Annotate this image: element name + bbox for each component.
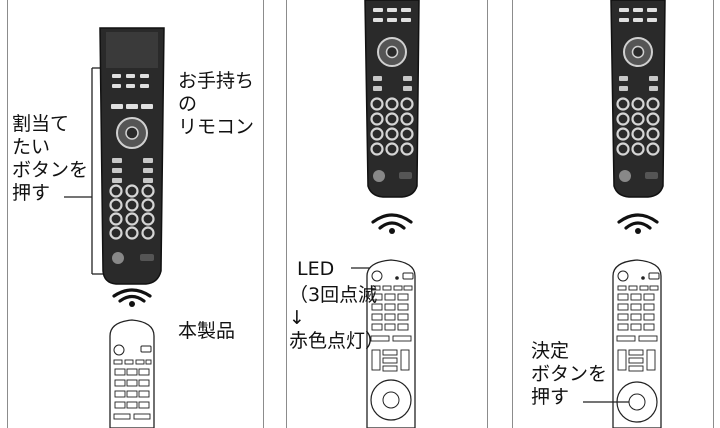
product-remote xyxy=(109,319,155,428)
product-remote xyxy=(612,259,662,428)
product-label: 本製品 xyxy=(178,320,236,342)
signal-waves xyxy=(617,213,659,234)
confirm-button-label: 決定 ボタンを 押す xyxy=(531,340,608,408)
your-remote-label: お手持ち の リモコン xyxy=(178,70,255,138)
user-remote xyxy=(99,27,165,285)
press-button-label: 割当て たい ボタンを 押す xyxy=(12,113,89,204)
step3-illustration xyxy=(583,0,666,428)
step1-illustration xyxy=(64,27,165,428)
product-remote xyxy=(366,259,416,428)
signal-waves xyxy=(112,288,152,307)
step3-panel: 決定 ボタンを 押す xyxy=(512,0,714,428)
step2-illustration xyxy=(351,0,420,428)
user-remote xyxy=(610,0,666,198)
led-status-label: （3回点滅 ↓ 赤色点灯） xyxy=(289,284,385,352)
signal-waves xyxy=(371,213,413,234)
led-indicator xyxy=(395,276,399,280)
number-keys xyxy=(109,184,155,240)
step1-panel: 割当て たい ボタンを 押す お手持ち の リモコン 本製品 xyxy=(7,0,264,428)
user-remote xyxy=(364,0,420,198)
step2-panel: LED （3回点滅 ↓ 赤色点灯） xyxy=(286,0,488,428)
led-label: LED xyxy=(297,258,335,280)
